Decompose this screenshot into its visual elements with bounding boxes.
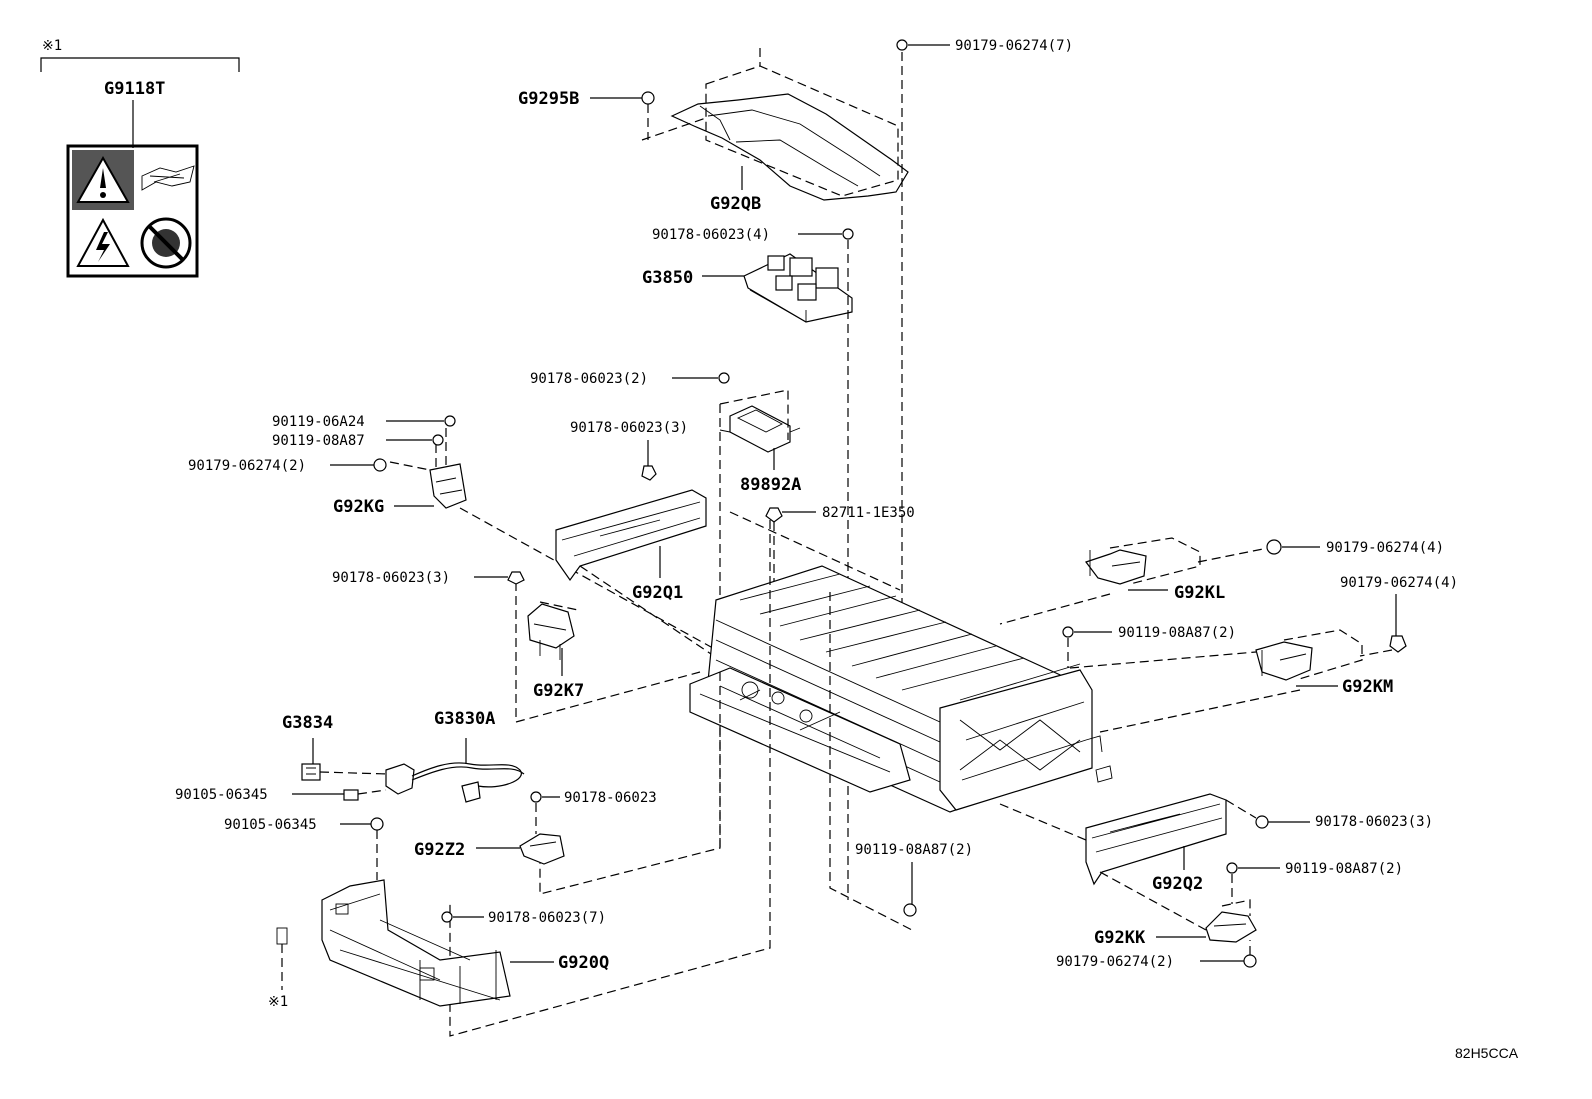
nut-90178-g92z2 — [530, 791, 542, 803]
label-90178-06023-7: 90178-06023(7) — [488, 910, 606, 926]
clip-G9295B — [641, 91, 655, 105]
label-90178-06023-2: 90178-06023(2) — [530, 371, 648, 387]
label-G9118T: G9118T — [104, 79, 165, 99]
label-90179-06274-7: 90179-06274(7) — [955, 38, 1073, 54]
label-90119-08A87-2-b: 90119-08A87(2) — [855, 842, 973, 858]
label-90178-06023-4: 90178-06023(4) — [652, 227, 770, 243]
label-G92Q2: G92Q2 — [1152, 874, 1203, 894]
label-90179-06274-4-b: 90179-06274(4) — [1340, 575, 1458, 591]
label-G92Z2: G92Z2 — [414, 840, 465, 860]
battery-pack-assembly — [689, 565, 1113, 813]
bolt-90119-km — [1062, 626, 1074, 638]
label-90119-08A87-2-a: 90119-08A87(2) — [1118, 625, 1236, 641]
nut-90179-kl — [1266, 539, 1282, 555]
nut-90178-89892 — [718, 372, 730, 384]
bracket-G92K7 — [515, 582, 701, 723]
diagram-reference-code: 82H5CCA — [1455, 1045, 1519, 1061]
label-82711-1E350: 82711-1E350 — [822, 505, 915, 521]
nut-90178-g92q1 — [641, 465, 657, 481]
bolt-90119-bottom — [903, 903, 917, 917]
label-90179-06274-2-a: 90179-06274(2) — [188, 458, 306, 474]
label-G92Q1: G92Q1 — [632, 583, 683, 603]
label-G92KG: G92KG — [333, 497, 384, 517]
bracket-G92KM — [1255, 629, 1363, 681]
label-G3830A: G3830A — [434, 709, 495, 729]
nut-90179-km — [1389, 635, 1407, 653]
bracket-G92KK — [1205, 899, 1257, 943]
high-voltage-icon — [76, 217, 130, 267]
bolt-90119-08a87 — [432, 434, 444, 446]
label-90178-06023-3-c: 90178-06023(3) — [1315, 814, 1433, 830]
bracket-G920Q — [321, 879, 511, 1007]
nut-90179-kg — [373, 458, 387, 472]
nut-90178-g3850 — [842, 228, 854, 240]
label-G920Q: G920Q — [558, 953, 609, 973]
sensor-G3834 — [301, 763, 321, 781]
label-G92KL: G92KL — [1174, 583, 1225, 603]
bolt-90105-b — [370, 817, 384, 831]
label-tag — [276, 927, 288, 945]
relay-block-G3850 — [743, 253, 853, 323]
upper-cover-G92QB: G92QB — [641, 48, 909, 214]
manual-book-icon — [141, 165, 195, 191]
bracket-G92KL — [1085, 537, 1201, 585]
warning-label-group: ※1 G9118T — [40, 38, 240, 278]
nut-90178-q2 — [1255, 815, 1269, 829]
label-G92KK: G92KK — [1094, 928, 1146, 948]
harness-G3830A — [385, 762, 525, 803]
bracket-G92Q1 — [555, 489, 707, 582]
note-marker-top: ※1 — [42, 38, 62, 54]
label-90179-06274-4-a: 90179-06274(4) — [1326, 540, 1444, 556]
note-marker-bottom: ※1 — [268, 994, 288, 1010]
label-90105-06345-b: 90105-06345 — [224, 817, 317, 833]
no-touch-icon — [140, 217, 192, 269]
connector-82711 — [765, 507, 783, 523]
nut-90179-top — [896, 39, 908, 51]
label-90178-06023: 90178-06023 — [564, 790, 657, 806]
bolt-90119-q2 — [1226, 862, 1238, 874]
nut-90179-kk — [1243, 954, 1257, 968]
bracket-G92Q2 — [1085, 793, 1227, 886]
label-90119-06A24: 90119-06A24 — [272, 414, 365, 430]
label-89892A: 89892A — [740, 475, 801, 495]
nut-90178-g920q — [441, 911, 453, 923]
label-G3850: G3850 — [642, 268, 693, 288]
sensor-G92Z2 — [519, 833, 565, 865]
label-G9295B: G9295B — [518, 89, 579, 109]
label-G92K7: G92K7 — [533, 681, 584, 701]
label-90119-08A87: 90119-08A87 — [272, 433, 365, 449]
bracket-G92KG — [389, 428, 467, 509]
label-90105-06345-a: 90105-06345 — [175, 787, 268, 803]
label-90119-08A87-2-c: 90119-08A87(2) — [1285, 861, 1403, 877]
nut-90178-k7 — [507, 571, 525, 585]
label-G92QB: G92QB — [710, 194, 761, 214]
label-G92KM: G92KM — [1342, 677, 1393, 697]
bolt-90119-06a24 — [444, 415, 456, 427]
bolt-90105-a — [343, 789, 359, 801]
label-G3834: G3834 — [282, 713, 333, 733]
label-90179-06274-2-b: 90179-06274(2) — [1056, 954, 1174, 970]
label-90178-06023-3-a: 90178-06023(3) — [570, 420, 688, 436]
label-90178-06023-3-b: 90178-06023(3) — [332, 570, 450, 586]
